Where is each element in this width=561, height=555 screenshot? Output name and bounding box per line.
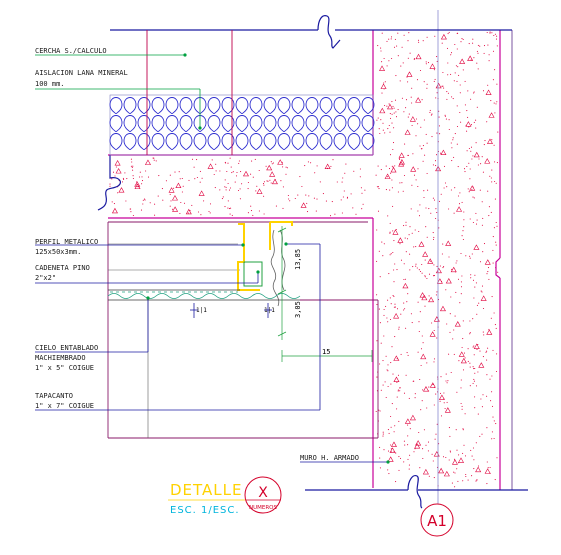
label-muro: MURO H. ARMADO bbox=[300, 454, 359, 462]
label-tapacanto: TAPACANTO bbox=[35, 392, 73, 400]
axis-label-a1: A1 bbox=[427, 512, 447, 530]
truss-lines bbox=[146, 30, 233, 155]
dimension-small-2: 1|1 bbox=[264, 307, 275, 314]
detail-bubble-letter: X bbox=[258, 485, 268, 501]
label-aislacion: AISLACION LANA MINERAL bbox=[35, 69, 128, 77]
label-perfil: PERFIL METALICO bbox=[35, 238, 98, 246]
label-cielo: CIELO ENTABLADO bbox=[35, 344, 98, 352]
concrete-wall bbox=[373, 30, 501, 490]
tongue-groove-ceiling bbox=[107, 289, 301, 301]
label-cadeneta-size: 2"x2" bbox=[35, 274, 56, 282]
detail-scale: ESC. 1/ESC. bbox=[170, 505, 240, 516]
detail-bubble-sub: NUMEROS bbox=[249, 505, 278, 511]
label-cielo-type: MACHIEMBRADO bbox=[35, 354, 86, 362]
label-cercha: CERCHA S./CALCULO bbox=[35, 47, 107, 55]
axis-bubble: A1 bbox=[420, 503, 454, 537]
concrete-slab bbox=[108, 155, 375, 219]
title-block: DETALLE ESC. 1/ESC. X NUMEROS bbox=[168, 476, 282, 516]
metal-profile bbox=[237, 221, 293, 291]
label-tapacanto-size: 1" x 7" COIGUE bbox=[35, 402, 94, 410]
dimension-height-1: 13,85 bbox=[294, 249, 302, 270]
label-aislacion-size: 100 mm. bbox=[35, 80, 65, 88]
label-cadeneta: CADENETA PINO bbox=[35, 264, 90, 272]
dimension-width: 15 bbox=[322, 348, 330, 356]
screws bbox=[190, 303, 272, 318]
annotation-labels: CERCHA S./CALCULO AISLACION LANA MINERAL… bbox=[35, 47, 359, 462]
dimension-small-1: 1|1 bbox=[196, 307, 207, 314]
reinforced-concrete bbox=[108, 30, 501, 490]
detail-title: DETALLE bbox=[170, 481, 242, 499]
dimension-height-2: 3,05 bbox=[294, 301, 302, 318]
label-perfil-size: 125x50x3mm. bbox=[35, 248, 81, 256]
concrete-aggregate-pattern bbox=[109, 31, 499, 488]
mineral-wool-insulation bbox=[109, 94, 375, 156]
leader-dots bbox=[146, 53, 390, 464]
dimension-lines bbox=[277, 226, 373, 362]
label-cielo-size: 1" x 5" COIGUE bbox=[35, 364, 94, 372]
cut-lines bbox=[97, 15, 528, 509]
leader-lines bbox=[35, 54, 388, 463]
detail-bubble bbox=[244, 476, 282, 514]
